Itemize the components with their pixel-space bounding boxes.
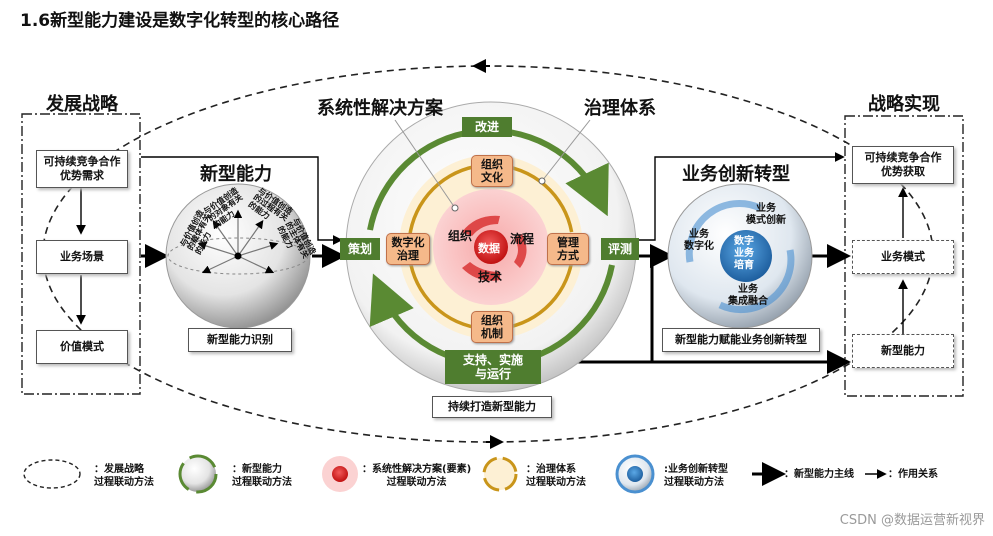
- transform-digitization-text: 业务 数字化: [684, 229, 714, 252]
- governance-culture: 组织 文化: [471, 155, 513, 187]
- solution-label: 持续打造新型能力: [432, 396, 552, 418]
- stage-improve: 改进: [462, 117, 512, 137]
- governance-management: 管理 方式: [547, 233, 589, 265]
- advantage-box: 可持续竞争合作 优势获取: [852, 146, 954, 184]
- capability-vectors: [197, 209, 279, 274]
- capability-identify-label: 新型能力识别: [188, 328, 292, 352]
- digital-business-core: [720, 230, 772, 282]
- left-panel-frame: [21, 113, 141, 395]
- transform-digital-business-text: 数字 业务 培育: [734, 236, 754, 271]
- stage-review: 评测: [601, 238, 639, 260]
- watermark: CSDN @数据运营新视界: [839, 513, 985, 528]
- right-panel-heading: 战略实现: [868, 94, 940, 115]
- element-technology: 技术: [478, 270, 503, 284]
- dashed-ellipse-icon: [23, 459, 81, 489]
- legend-mainline: ：新型能力主线: [784, 469, 854, 480]
- governance-heading: 治理体系: [584, 98, 656, 119]
- transform-integration-text: 业务 集成融合: [728, 284, 768, 307]
- legend-governance: ：治理体系 过程联动方法: [526, 464, 586, 488]
- legend-relation: ：作用关系: [888, 469, 938, 480]
- stage-support: 支持、实施 与运行: [445, 350, 541, 384]
- stage-plan: 策划: [340, 238, 380, 260]
- value-mode-box: 价值模式: [36, 330, 128, 364]
- need-box: 可持续竞争合作 优势需求: [36, 150, 128, 188]
- page-title: 1.6新型能力建设是数字化转型的核心路径: [20, 11, 340, 31]
- transformation-heading: 业务创新转型: [682, 164, 790, 185]
- legend-transformation: :业务创新转型 过程联动方法: [664, 464, 728, 488]
- data-core: [474, 230, 508, 264]
- element-process: 流程: [510, 232, 535, 246]
- transformation-label: 新型能力赋能业务创新转型: [662, 328, 820, 352]
- elements-swirl: [462, 215, 527, 281]
- legend-strategy: ：发展战略 过程联动方法: [94, 464, 154, 488]
- legend-capability: ：新型能力 过程联动方法: [232, 464, 292, 488]
- business-mode-box: 业务模式: [852, 240, 954, 274]
- new-capability-box: 新型能力: [852, 334, 954, 368]
- governance-mechanism: 组织 机制: [471, 311, 513, 343]
- solution-heading: 系统性解决方案: [317, 98, 443, 119]
- gold-cycle-icon: [482, 456, 518, 492]
- element-organization: 组织: [448, 229, 473, 243]
- element-data: 数据: [478, 242, 500, 255]
- legend-solution: ：系统性解决方案(要素) 过程联动方法: [362, 464, 472, 488]
- governance-digital: 数字化 治理: [386, 233, 430, 265]
- capability-heading: 新型能力: [200, 164, 272, 185]
- transform-model-text: 业务 模式创新: [746, 203, 786, 226]
- left-panel-heading: 发展战略: [46, 94, 118, 115]
- green-sphere-icon: [178, 454, 218, 494]
- scenario-box: 业务场景: [36, 240, 128, 274]
